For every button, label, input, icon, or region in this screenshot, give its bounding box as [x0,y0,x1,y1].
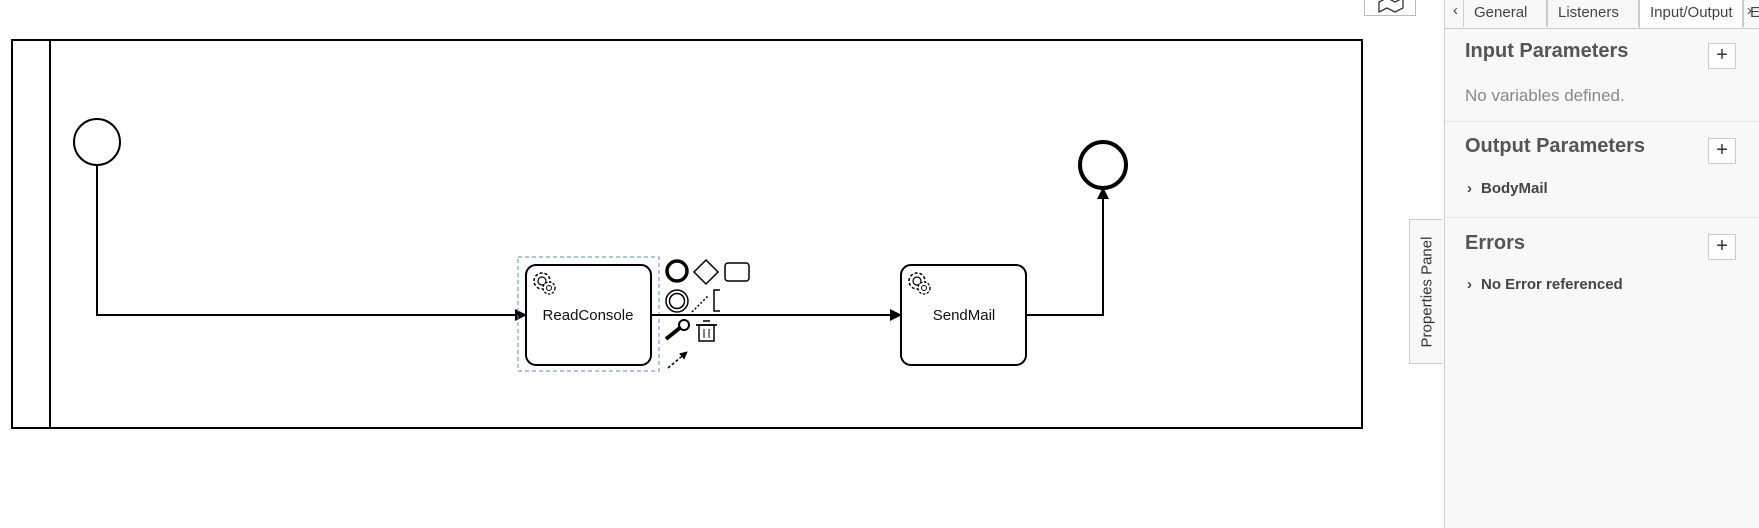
task-readconsole[interactable]: ReadConsole [525,264,652,366]
chevron-right-icon: › [1467,180,1472,197]
tab-listeners[interactable]: Listeners [1547,0,1639,27]
group-output-parameters: Output Parameters + › BodyMail [1445,122,1759,218]
output-parameter-label: BodyMail [1481,180,1548,197]
group-input-parameters: Input Parameters + No variables defined. [1445,29,1759,122]
task-icon[interactable] [724,262,750,282]
sequence-flow-sendmail-end[interactable] [1026,187,1109,316]
add-error-button[interactable]: + [1708,234,1736,260]
tab-input-output[interactable]: Input/Output [1639,0,1743,28]
properties-panel-toggle[interactable]: Properties Panel [1409,219,1443,364]
end-event-icon[interactable] [665,259,689,283]
properties-panel-toggle-label: Properties Panel [1418,236,1435,347]
empty-variables-text: No variables defined. [1465,86,1625,105]
properties-tabs: ‹ General Listeners Input/Output E › [1445,0,1759,29]
wrench-icon[interactable] [664,319,690,341]
text-annotation-icon[interactable] [691,289,720,313]
tab-extensions[interactable]: E [1743,0,1759,27]
context-pad [664,258,750,369]
tabs-scroll-right-icon[interactable]: › [1747,2,1752,19]
gateway-icon[interactable] [692,258,720,286]
error-label: No Error referenced [1481,276,1623,293]
tabs-scroll-left-icon[interactable]: ‹ [1453,2,1458,19]
group-title: Output Parameters [1465,135,1646,157]
properties-panel: ‹ General Listeners Input/Output E › Inp… [1444,0,1759,528]
start-event[interactable] [73,118,121,166]
sequence-flow-start-readconsole[interactable] [96,165,527,321]
pool[interactable] [11,39,1363,429]
bpmn-canvas[interactable]: ReadConsole SendMail [0,0,1444,528]
group-errors: Errors + › No Error referenced [1445,218,1759,318]
list-item[interactable]: › No Error referenced [1467,276,1623,293]
bpmn-diagram: ReadConsole SendMail [11,39,1363,429]
group-title: Errors [1465,232,1526,254]
gear-icon [533,272,556,295]
chevron-right-icon: › [1467,276,1472,293]
connect-icon[interactable] [667,351,688,369]
gear-icon [908,272,931,295]
end-event[interactable] [1078,140,1128,190]
minimap-toggle-button[interactable] [1364,0,1416,16]
list-item[interactable]: › BodyMail [1467,180,1548,197]
trash-icon[interactable] [696,320,717,342]
map-icon [1378,0,1404,14]
add-input-parameter-button[interactable]: + [1708,43,1736,69]
task-label: ReadConsole [543,307,634,324]
intermediate-event-icon[interactable] [665,289,689,313]
tab-general[interactable]: General [1463,0,1547,27]
group-title: Input Parameters [1465,40,1629,62]
add-output-parameter-button[interactable]: + [1708,138,1736,164]
task-label: SendMail [933,307,996,324]
task-sendmail[interactable]: SendMail [900,264,1027,366]
